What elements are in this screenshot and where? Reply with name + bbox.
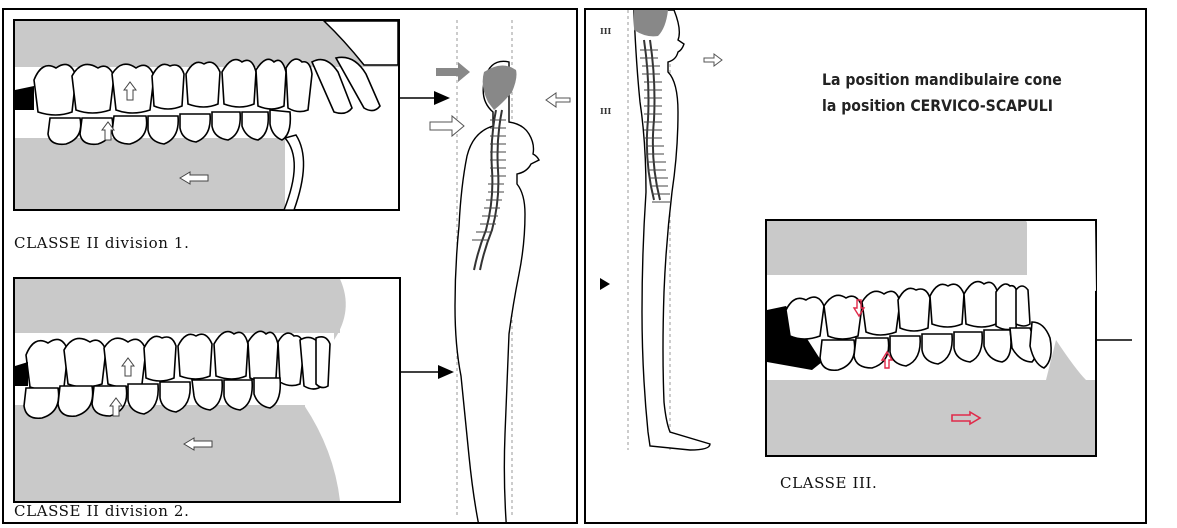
- left-panel: CLASSE II division 1. CLASSE II division…: [2, 8, 578, 524]
- standing-figure-class2: [430, 20, 570, 524]
- right-panel: III III La position mandibulaire cone la…: [584, 8, 1147, 524]
- title-line-2: la position CERVICO-SCAPULI: [822, 96, 1053, 115]
- caption-class3: CLASSE III.: [780, 474, 877, 492]
- class2-div1-diagram: [14, 20, 399, 210]
- class3-diagram: [766, 220, 1132, 456]
- caption-class2-div2: CLASSE II division 2.: [14, 502, 189, 520]
- left-panel-illustration: [4, 10, 578, 524]
- standing-figure-class3: [600, 10, 722, 450]
- numeral-top: III: [600, 26, 611, 36]
- title-line-1: La position mandibulaire cone: [822, 70, 1062, 89]
- class2-div2-diagram: [14, 278, 400, 502]
- numeral-mid: III: [600, 106, 611, 116]
- connector-arrows: [400, 91, 454, 379]
- caption-class2-div1: CLASSE II division 1.: [14, 234, 189, 252]
